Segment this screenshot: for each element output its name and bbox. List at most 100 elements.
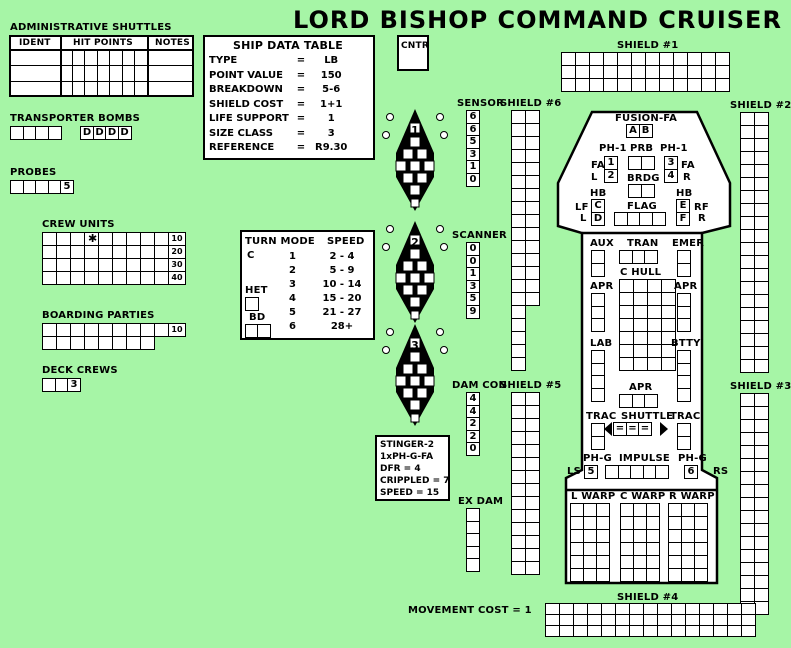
center-hull-box[interactable] (619, 344, 634, 358)
center-hull-box[interactable] (661, 305, 676, 319)
transporter-bomb-box[interactable] (47, 126, 62, 140)
left-warp-box[interactable] (570, 542, 584, 556)
right-warp-box[interactable] (681, 516, 695, 530)
right-warp-box[interactable] (694, 555, 708, 569)
left-warp-box[interactable] (596, 529, 610, 543)
right-warp-box[interactable] (681, 568, 695, 582)
center-hull-box[interactable] (647, 279, 662, 293)
right-warp-box[interactable] (694, 542, 708, 556)
right-warp-box[interactable] (694, 529, 708, 543)
right-warp-box[interactable] (681, 503, 695, 517)
shuttle-bay-box[interactable]: = (638, 422, 652, 436)
left-warp-box[interactable] (583, 542, 597, 556)
damcon-box[interactable]: 0 (466, 442, 480, 456)
lab-box[interactable] (591, 387, 605, 402)
right-warp-box[interactable] (668, 516, 682, 530)
battery-box[interactable] (677, 387, 691, 402)
shield-6-box[interactable] (511, 357, 526, 371)
right-warp-box[interactable] (694, 503, 708, 517)
center-warp-box[interactable] (646, 555, 660, 569)
flag-box[interactable] (651, 212, 666, 226)
center-hull-box[interactable] (619, 292, 634, 306)
right-warp-box[interactable] (668, 542, 682, 556)
right-warp-box[interactable] (668, 503, 682, 517)
scanner-box[interactable]: 3 (466, 279, 480, 294)
crew-unit-count-box[interactable]: 40 (168, 271, 186, 285)
sensor-box[interactable]: 0 (466, 172, 480, 187)
boarding-party-box[interactable] (140, 336, 155, 350)
left-warp-box[interactable] (596, 555, 610, 569)
right-warp-box[interactable] (668, 529, 682, 543)
center-hull-box[interactable] (633, 318, 648, 332)
center-warp-box[interactable] (646, 516, 660, 530)
hb-e-box[interactable]: E (676, 199, 690, 213)
right-warp-box[interactable] (681, 555, 695, 569)
apr-box[interactable] (644, 394, 658, 408)
het-box[interactable] (245, 297, 259, 311)
apr-box[interactable] (677, 318, 691, 332)
hb-f-box[interactable]: F (676, 211, 690, 226)
center-hull-box[interactable] (619, 305, 634, 319)
prb-box[interactable] (640, 156, 655, 170)
center-hull-box[interactable] (633, 292, 648, 306)
tractor-box[interactable] (591, 435, 605, 450)
center-hull-box[interactable] (633, 331, 648, 345)
center-warp-box[interactable] (633, 529, 647, 543)
center-hull-box[interactable] (647, 344, 662, 358)
center-hull-box[interactable] (619, 331, 634, 345)
dummy-bomb-box[interactable]: D (117, 126, 132, 140)
left-warp-box[interactable] (570, 568, 584, 582)
center-hull-box[interactable] (647, 305, 662, 319)
sensor-box[interactable]: 6 (466, 122, 480, 137)
center-hull-box[interactable] (633, 357, 648, 371)
center-warp-box[interactable] (646, 503, 660, 517)
left-warp-box[interactable] (596, 516, 610, 530)
center-warp-box[interactable] (646, 529, 660, 543)
bridge-box[interactable] (640, 184, 655, 198)
left-warp-box[interactable] (570, 529, 584, 543)
emer-box[interactable] (677, 262, 691, 277)
hb-d-box[interactable]: D (591, 211, 605, 226)
phaser-g-box-5[interactable]: 5 (584, 465, 598, 479)
center-warp-box[interactable] (620, 542, 634, 556)
center-warp-box[interactable] (620, 555, 634, 569)
exdam-box[interactable] (466, 558, 480, 572)
center-hull-box[interactable] (633, 344, 648, 358)
center-warp-box[interactable] (633, 555, 647, 569)
left-warp-box[interactable] (583, 516, 597, 530)
center-warp-box[interactable] (646, 542, 660, 556)
left-warp-box[interactable] (596, 542, 610, 556)
damcon-box[interactable]: 2 (466, 429, 480, 444)
sensor-box[interactable]: 3 (466, 147, 480, 162)
center-hull-box[interactable] (619, 279, 634, 293)
left-warp-box[interactable] (583, 503, 597, 517)
left-warp-box[interactable] (583, 568, 597, 582)
left-warp-box[interactable] (570, 555, 584, 569)
center-hull-box[interactable] (661, 318, 676, 332)
center-hull-box[interactable] (647, 357, 662, 371)
shuttle-bay-box[interactable]: = (625, 422, 640, 436)
right-warp-box[interactable] (694, 568, 708, 582)
boarding-party-count-box[interactable]: 10 (168, 323, 186, 337)
deck-crew-box-count[interactable]: 3 (67, 378, 81, 392)
right-warp-box[interactable] (681, 529, 695, 543)
shield-2-box[interactable] (754, 359, 769, 373)
center-hull-box[interactable] (619, 318, 634, 332)
center-warp-box[interactable] (633, 503, 647, 517)
impulse-box[interactable] (655, 465, 669, 479)
center-warp-box[interactable] (620, 568, 634, 582)
right-warp-box[interactable] (681, 542, 695, 556)
right-warp-box[interactable] (668, 568, 682, 582)
left-warp-box[interactable] (583, 529, 597, 543)
shield-4-box[interactable] (741, 625, 756, 637)
right-warp-box[interactable] (668, 555, 682, 569)
left-warp-box[interactable] (596, 503, 610, 517)
center-hull-box[interactable] (647, 331, 662, 345)
aux-box[interactable] (591, 262, 605, 277)
center-warp-box[interactable] (620, 529, 634, 543)
ph1-box-2[interactable]: 2 (604, 168, 618, 183)
center-hull-box[interactable] (661, 357, 676, 371)
center-warp-box[interactable] (646, 568, 660, 582)
phaser-g-box-6[interactable]: 6 (684, 465, 698, 479)
right-warp-box[interactable] (694, 516, 708, 530)
